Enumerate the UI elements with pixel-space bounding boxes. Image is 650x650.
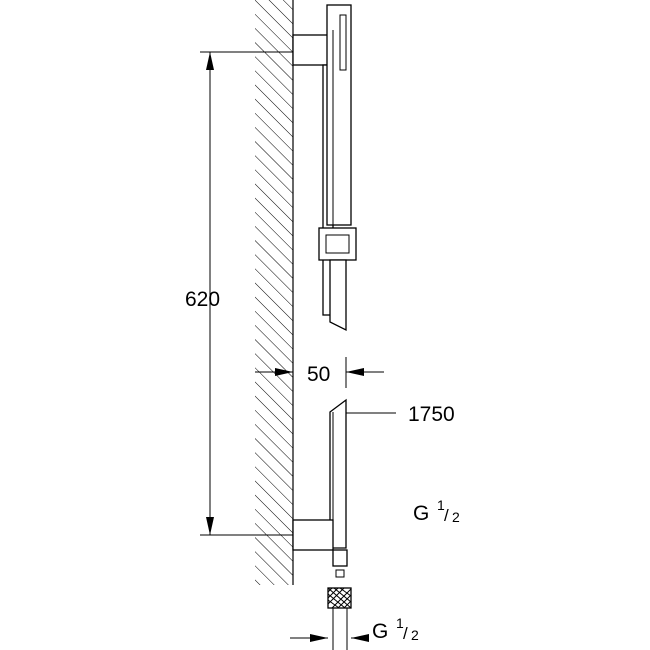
knurled-nut-texture [327,587,352,609]
dimension-50-label: 50 [307,363,330,386]
slider-holder [318,227,357,261]
svg-text:/: / [444,506,449,525]
dimension-620-label: 620 [185,288,220,311]
dimension-620 [200,51,293,536]
svg-text:1: 1 [396,615,404,631]
lower-wall-bracket [292,519,334,551]
svg-text:G: G [372,620,388,643]
hand-shower [326,4,352,226]
thread-label-lower: G 1 / 2 [372,615,419,643]
hose-connector [327,549,352,650]
dimension-1750-label: 1750 [408,403,455,426]
shower-handle [329,259,347,332]
svg-text:/: / [403,624,408,643]
svg-text:1: 1 [437,497,445,513]
svg-text:2: 2 [452,509,460,525]
shower-rail-lower [329,398,347,549]
wall-hatching [255,0,294,585]
dimension-50 [255,357,384,388]
svg-text:G: G [413,502,429,525]
dimension-thread-lower [290,634,369,642]
thread-label-main: G 1 / 2 [413,497,460,525]
svg-text:2: 2 [411,627,419,643]
